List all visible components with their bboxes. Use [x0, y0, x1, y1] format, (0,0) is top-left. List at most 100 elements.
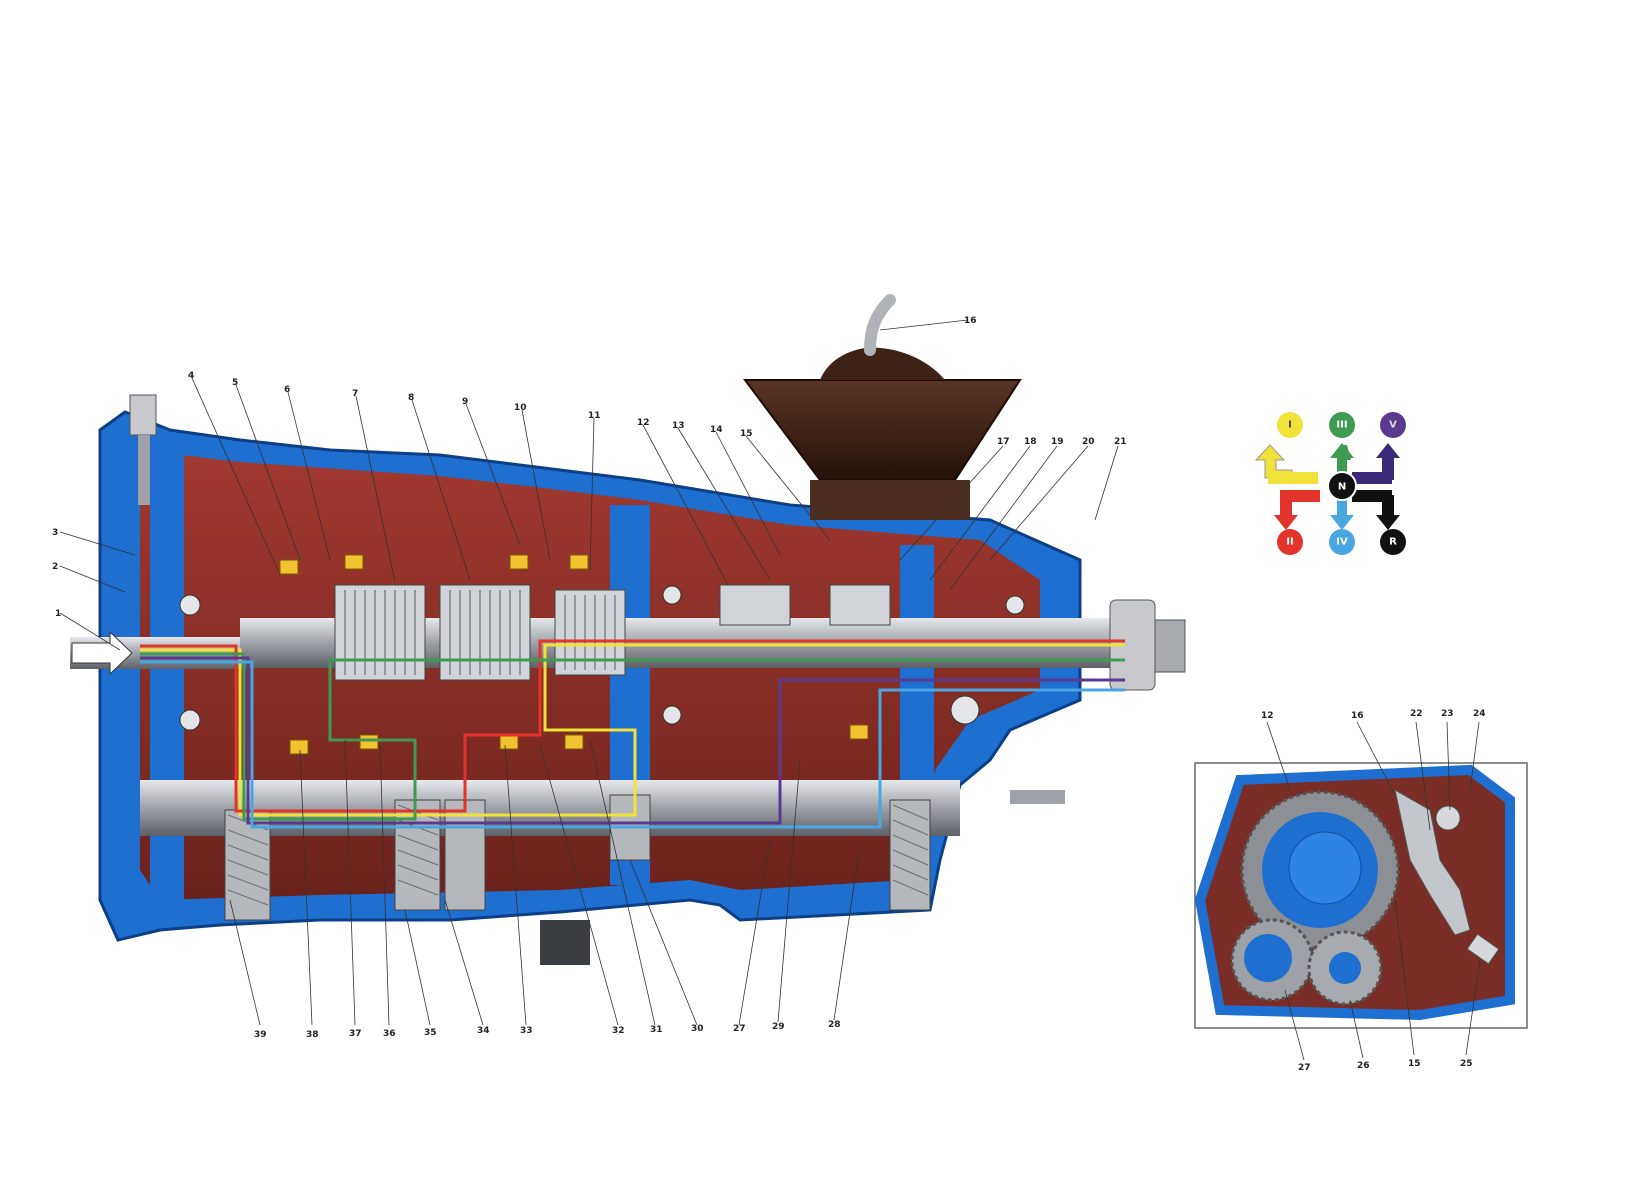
bearings — [179, 585, 1025, 731]
gear-label-r: R — [1389, 537, 1397, 548]
inset-callout-22: 22 — [1410, 709, 1423, 719]
shift-lever-boot-top — [820, 347, 945, 380]
flow-line-green — [140, 652, 1125, 821]
power-flow — [140, 639, 1125, 829]
output-nut — [1154, 619, 1186, 673]
callout-6: 6 — [284, 385, 290, 395]
callout-27: 27 — [733, 1024, 746, 1034]
shift-arrow-v-stem — [1382, 455, 1394, 480]
inset-callout-26: 26 — [1357, 1061, 1370, 1071]
gear-pack — [334, 584, 426, 681]
inset-callout-23: 23 — [1441, 709, 1454, 719]
callout-1: 1 — [55, 609, 61, 619]
inset-leader-lines — [1266, 721, 1481, 1061]
shift-arrow-r-head — [1376, 515, 1400, 530]
callout-38: 38 — [306, 1030, 319, 1040]
gear-label-iii: III — [1336, 420, 1347, 431]
fork — [344, 554, 364, 570]
reverse-gear-inset — [1194, 762, 1528, 1029]
shift-arrow-i — [1254, 444, 1293, 479]
callout-21: 21 — [1114, 437, 1127, 447]
neutral-label: N — [1338, 482, 1346, 493]
breather-stem — [138, 435, 150, 505]
shift-pattern: N I III V II IV R — [1254, 412, 1406, 555]
shift-arrow-iv-stem — [1337, 495, 1347, 517]
gear-label-iv: IV — [1336, 537, 1348, 548]
bearing — [662, 705, 682, 725]
shift-arrow-v-head — [1376, 443, 1400, 458]
inset-callout-24: 24 — [1473, 709, 1486, 719]
fork — [279, 559, 299, 575]
inset-main-gear-center — [1288, 831, 1362, 905]
flow-line-red — [140, 639, 1125, 813]
main-shaft-gears — [334, 584, 891, 681]
callout-14: 14 — [710, 425, 723, 435]
fork — [499, 734, 519, 750]
gear-label-i: I — [1288, 420, 1292, 431]
shift-gate-bar — [1268, 472, 1318, 484]
gear-label-v: V — [1389, 420, 1397, 431]
inset-callout-27: 27 — [1298, 1063, 1311, 1073]
helical-gear — [444, 799, 486, 911]
drain-plug — [540, 920, 590, 965]
inset-callouts: 12 16 22 23 24 27 26 15 25 — [1261, 709, 1486, 1073]
inset-callout-15: 15 — [1408, 1059, 1421, 1069]
fork — [509, 554, 529, 570]
gear-pack — [829, 584, 891, 626]
input-arrow — [71, 630, 133, 676]
callout-3: 3 — [52, 528, 58, 538]
gear-label-ii: II — [1286, 537, 1293, 548]
shift-tower-base — [810, 480, 970, 520]
fork — [359, 734, 379, 750]
shift-arrow-ii-head — [1274, 515, 1298, 530]
callout-36: 36 — [383, 1029, 396, 1039]
bearing — [662, 585, 682, 605]
main-cutaway — [70, 294, 1186, 965]
shift-lever-boot — [743, 379, 1022, 481]
callout-17: 17 — [997, 437, 1010, 447]
callout-16: 16 — [964, 316, 977, 326]
inset-plunger — [1466, 933, 1500, 965]
callout-8: 8 — [408, 393, 414, 403]
bearing — [950, 695, 980, 725]
callout-4: 4 — [188, 371, 194, 381]
main-top-callouts: 1 2 3 4 5 6 7 8 9 10 11 12 13 14 15 16 1… — [52, 316, 1127, 619]
bearing — [1005, 595, 1025, 615]
callout-29: 29 — [772, 1022, 785, 1032]
gear-badge-iii — [1329, 412, 1355, 438]
callout-30: 30 — [691, 1024, 704, 1034]
breather-cap — [129, 394, 157, 436]
main-leader-lines — [59, 319, 1119, 1026]
gear-badge-v — [1380, 412, 1406, 438]
shift-arrow-r-stem — [1382, 495, 1394, 517]
callout-20: 20 — [1082, 437, 1095, 447]
inset-small-hub — [1329, 952, 1361, 984]
callout-31: 31 — [650, 1025, 663, 1035]
callout-32: 32 — [612, 1026, 625, 1036]
shift-arrow-iv-head — [1330, 515, 1354, 530]
fork — [564, 734, 584, 750]
callout-12: 12 — [637, 418, 650, 428]
inset-callout-25: 25 — [1460, 1059, 1473, 1069]
callout-37: 37 — [349, 1029, 362, 1039]
main-bottom-callouts: 39 38 37 36 35 34 33 32 31 30 27 29 28 — [254, 1020, 841, 1040]
inset-shift-arm — [1394, 789, 1471, 936]
callout-7: 7 — [352, 389, 358, 399]
gear-badge-r — [1380, 529, 1406, 555]
callout-2: 2 — [52, 562, 58, 572]
callout-5: 5 — [232, 378, 238, 388]
flow-line-purple — [140, 656, 1125, 825]
callout-11: 11 — [588, 411, 601, 421]
shift-lever — [864, 294, 896, 356]
speedo-drive — [1010, 790, 1065, 804]
callout-13: 13 — [672, 421, 685, 431]
callout-34: 34 — [477, 1026, 490, 1036]
gear-pack — [439, 584, 531, 681]
gear-badge-i — [1277, 412, 1303, 438]
gear-teeth — [344, 590, 616, 675]
bearing — [179, 709, 201, 731]
selector-forks — [279, 554, 869, 755]
gear-badge-ii — [1277, 529, 1303, 555]
bearing — [179, 594, 201, 616]
